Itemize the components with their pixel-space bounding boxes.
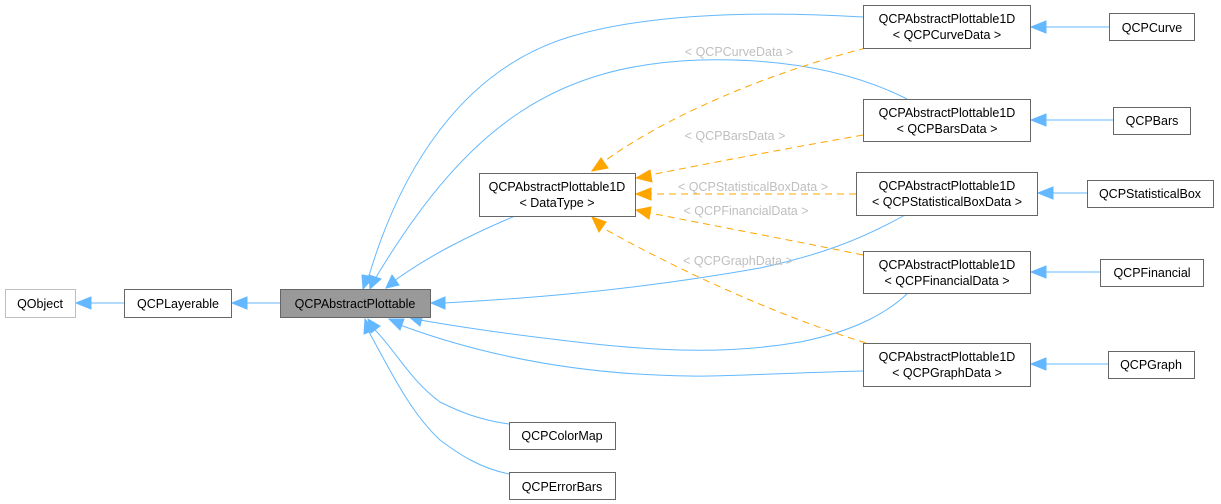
node-qcplayerable[interactable]: QCPLayerable xyxy=(124,289,232,318)
node-label-line1: QCPAbstractPlottable1D xyxy=(879,350,1016,364)
edge-labels: < QCPCurveData > < QCPBarsData > < QCPSt… xyxy=(678,45,828,268)
arrowhead-plottable-template xyxy=(385,274,400,289)
arrowhead-graph1d xyxy=(1029,357,1047,371)
node-label: QCPColorMap xyxy=(521,429,602,443)
node-qcpstatisticalbox[interactable]: QCPStatisticalBox xyxy=(1087,180,1214,208)
node-plottable1d-curve[interactable]: QCPAbstractPlottable1D < QCPCurveData > xyxy=(863,5,1031,49)
node-plottable1d-financial[interactable]: QCPAbstractPlottable1D < QCPFinancialDat… xyxy=(863,251,1031,294)
node-plottable1d-statbox[interactable]: QCPAbstractPlottable1D < QCPStatisticalB… xyxy=(856,172,1038,216)
edge-financial1d-to-plottable xyxy=(419,292,909,351)
arrowhead-bars1d xyxy=(1029,113,1047,127)
node-label-line2: < QCPCurveData > xyxy=(893,28,1001,42)
arrowhead-layerable xyxy=(230,296,248,310)
node-label-line2: < QCPGraphData > xyxy=(892,366,1002,380)
node-qobject[interactable]: QObject xyxy=(5,289,76,318)
arrowhead-plottable-statbox1d xyxy=(429,296,446,310)
arrowhead-plottable-errorbars xyxy=(363,317,375,335)
arrowhead-plottable-graph1d xyxy=(387,318,405,331)
node-label-line1: QCPAbstractPlottable1D xyxy=(879,106,1016,120)
arrowhead-financial1d xyxy=(1029,265,1047,279)
arrowhead-curve1d xyxy=(1029,20,1047,34)
arrowhead-template-graph xyxy=(591,216,607,233)
node-label: QCPCurve xyxy=(1122,21,1182,35)
node-label: QCPAbstractPlottable xyxy=(295,297,416,311)
edge-graph1d-to-template xyxy=(602,227,867,344)
node-qcpgraph[interactable]: QCPGraph xyxy=(1108,351,1195,379)
node-qcpbars[interactable]: QCPBars xyxy=(1113,107,1191,135)
edge-errorbars-to-plottable xyxy=(368,331,510,475)
edge-bars1d-to-plottable xyxy=(374,59,908,280)
node-qcpcolormap[interactable]: QCPColorMap xyxy=(509,422,616,450)
node-label: QCPBars xyxy=(1126,114,1179,128)
arrowhead-statbox1d xyxy=(1036,186,1054,200)
node-qcpcurve[interactable]: QCPCurve xyxy=(1109,13,1195,41)
arrowhead-template-financial xyxy=(634,206,652,220)
node-label-line1: QCPAbstractPlottable1D xyxy=(879,12,1016,26)
node-label-line2: < QCPFinancialData > xyxy=(884,274,1009,288)
inheritance-edges xyxy=(74,13,1113,475)
edge-label-bars: < QCPBarsData > xyxy=(685,129,786,143)
edge-label-curve: < QCPCurveData > xyxy=(685,45,793,59)
node-qcpfinancial[interactable]: QCPFinancial xyxy=(1100,259,1204,287)
arrowhead-qobject xyxy=(74,296,92,310)
node-label: QCPErrorBars xyxy=(522,480,603,494)
edge-label-graph: < QCPGraphData > xyxy=(683,254,793,268)
node-label: QObject xyxy=(17,297,63,311)
edge-graph1d-to-plottable xyxy=(399,324,864,377)
node-label-line1: QCPAbstractPlottable1D xyxy=(879,258,1016,272)
edge-colormap-to-plottable xyxy=(374,329,510,425)
node-plottable1d-bars[interactable]: QCPAbstractPlottable1D < QCPBarsData > xyxy=(863,99,1031,142)
node-label: QCPLayerable xyxy=(137,297,219,311)
edge-financial1d-to-template xyxy=(649,212,864,256)
node-label-line1: QCPAbstractPlottable1D xyxy=(489,180,626,194)
edge-template-to-plottable xyxy=(393,215,516,282)
arrowhead-plottable-bars1d xyxy=(368,274,382,291)
node-qcperrorbars[interactable]: QCPErrorBars xyxy=(509,472,616,500)
node-plottable1d-template[interactable]: QCPAbstractPlottable1D < DataType > xyxy=(479,173,636,217)
node-label-line2: < QCPStatisticalBoxData > xyxy=(872,195,1022,209)
arrowhead-template-statbox xyxy=(634,187,652,201)
edge-statbox1d-to-plottable xyxy=(443,214,906,304)
node-plottable1d-graph[interactable]: QCPAbstractPlottable1D < QCPGraphData > xyxy=(863,343,1031,387)
node-label-line2: < DataType > xyxy=(519,196,594,210)
template-edges xyxy=(590,47,867,344)
node-label: QCPFinancial xyxy=(1113,266,1190,280)
node-label-line1: QCPAbstractPlottable1D xyxy=(879,179,1016,193)
node-label: QCPGraph xyxy=(1120,358,1182,372)
edge-curve1d-to-plottable xyxy=(367,13,864,280)
node-label: QCPStatisticalBox xyxy=(1099,187,1202,201)
node-qcpabstractplottable[interactable]: QCPAbstractPlottable xyxy=(280,289,431,318)
arrowhead-template-curve xyxy=(590,157,609,172)
node-label-line2: < QCPBarsData > xyxy=(897,122,998,136)
edge-curve1d-to-template xyxy=(601,47,867,164)
edge-label-statbox: < QCPStatisticalBoxData > xyxy=(678,180,828,194)
arrowhead-template-bars xyxy=(634,169,653,183)
edge-bars1d-to-template xyxy=(649,134,864,176)
edge-label-financial: < QCPFinancialData > xyxy=(683,204,808,218)
